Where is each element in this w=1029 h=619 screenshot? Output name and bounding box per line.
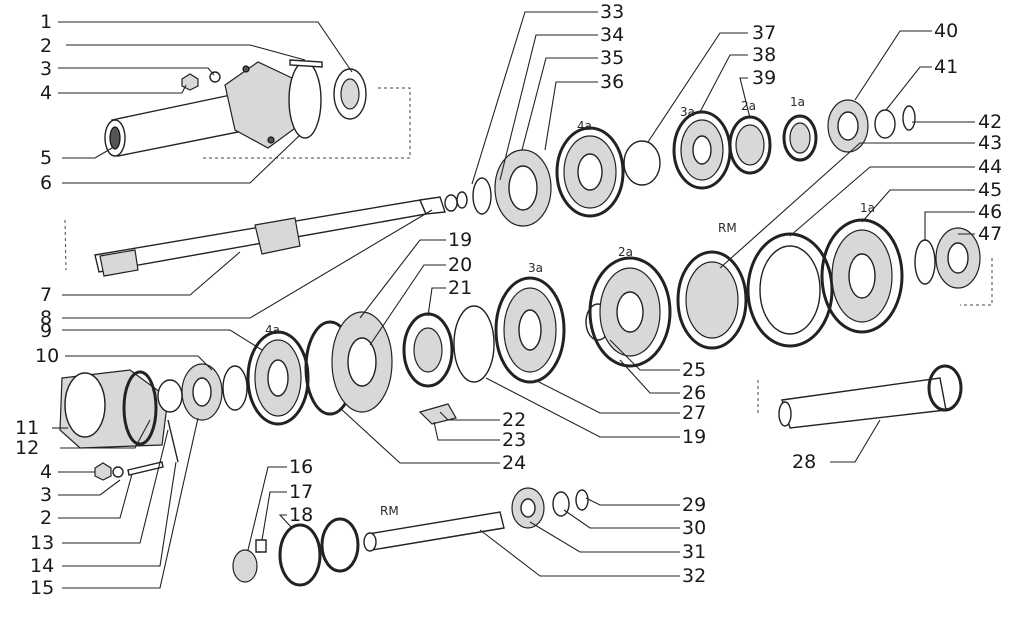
input-housing-assembly xyxy=(104,59,411,159)
label-20: 20 xyxy=(448,254,472,276)
fastener-hardware xyxy=(94,419,179,481)
label-19a: 19 xyxy=(448,229,472,251)
label-43: 43 xyxy=(978,132,1002,154)
label-23: 23 xyxy=(502,429,526,451)
gear-label-top-4a: 4a xyxy=(577,119,592,133)
main-shaft xyxy=(64,191,468,277)
label-31: 31 xyxy=(682,541,706,563)
gear-labels: 4a 3a 2a 1a RM 1a 2a 3a 4a RM xyxy=(265,95,875,518)
label-41: 41 xyxy=(934,56,958,78)
label-4: 4 xyxy=(40,82,52,104)
label-2: 2 xyxy=(40,35,52,57)
label-29: 29 xyxy=(682,494,706,516)
label-35: 35 xyxy=(600,47,624,69)
gear-label-mid-2a: 2a xyxy=(618,245,633,259)
label-15: 15 xyxy=(30,577,54,599)
label-28: 28 xyxy=(792,451,816,473)
leader-lines xyxy=(52,11,975,589)
label-37: 37 xyxy=(752,22,776,44)
gear-label-rm-top: RM xyxy=(718,221,737,235)
middle-gear-cluster xyxy=(59,218,993,449)
reverse-idler-assembly xyxy=(232,487,589,587)
label-3b: 3 xyxy=(40,484,52,506)
label-5: 5 xyxy=(40,147,52,169)
label-38: 38 xyxy=(752,44,776,66)
label-33: 33 xyxy=(600,1,624,23)
gear-label-top-1a: 1a xyxy=(790,95,805,109)
label-2b: 2 xyxy=(40,507,52,529)
gear-label-top-2a: 2a xyxy=(741,99,756,113)
label-7: 7 xyxy=(40,284,52,306)
label-42: 42 xyxy=(978,111,1002,133)
label-22: 22 xyxy=(502,409,526,431)
label-45: 45 xyxy=(978,179,1002,201)
label-6: 6 xyxy=(40,172,52,194)
upper-gear-cluster xyxy=(472,99,916,227)
label-21: 21 xyxy=(448,277,472,299)
label-44: 44 xyxy=(978,156,1002,178)
label-26: 26 xyxy=(682,382,706,404)
label-27: 27 xyxy=(682,402,706,424)
label-30: 30 xyxy=(682,517,706,539)
gear-label-rm-bottom: RM xyxy=(380,504,399,518)
label-10: 10 xyxy=(35,345,59,367)
gear-label-mid-3a: 3a xyxy=(528,261,543,275)
label-19b: 19 xyxy=(682,426,706,448)
gear-label-top-3a: 3a xyxy=(680,105,695,119)
label-39: 39 xyxy=(752,67,776,89)
label-34: 34 xyxy=(600,24,624,46)
label-11: 11 xyxy=(15,417,39,439)
label-17: 17 xyxy=(289,481,313,503)
label-16: 16 xyxy=(289,456,313,478)
label-9: 9 xyxy=(40,320,52,342)
label-1: 1 xyxy=(40,11,52,33)
label-32: 32 xyxy=(682,565,706,587)
gear-label-mid-4a: 4a xyxy=(265,323,280,337)
gear-label-mid-1a: 1a xyxy=(860,201,875,215)
label-46: 46 xyxy=(978,201,1002,223)
label-8: 8 xyxy=(40,307,52,329)
part-number-labels: 1 2 3 4 5 6 7 8 9 10 11 12 4 3 2 13 14 1… xyxy=(15,1,1002,599)
label-36: 36 xyxy=(600,71,624,93)
output-shaft xyxy=(757,364,963,429)
label-13: 13 xyxy=(30,532,54,554)
label-4b: 4 xyxy=(40,461,52,483)
label-14: 14 xyxy=(30,555,54,577)
label-47: 47 xyxy=(978,223,1002,245)
label-12: 12 xyxy=(15,437,39,459)
label-40: 40 xyxy=(934,20,958,42)
label-24: 24 xyxy=(502,452,526,474)
label-25: 25 xyxy=(682,359,706,381)
label-18: 18 xyxy=(289,504,313,526)
label-3: 3 xyxy=(40,58,52,80)
